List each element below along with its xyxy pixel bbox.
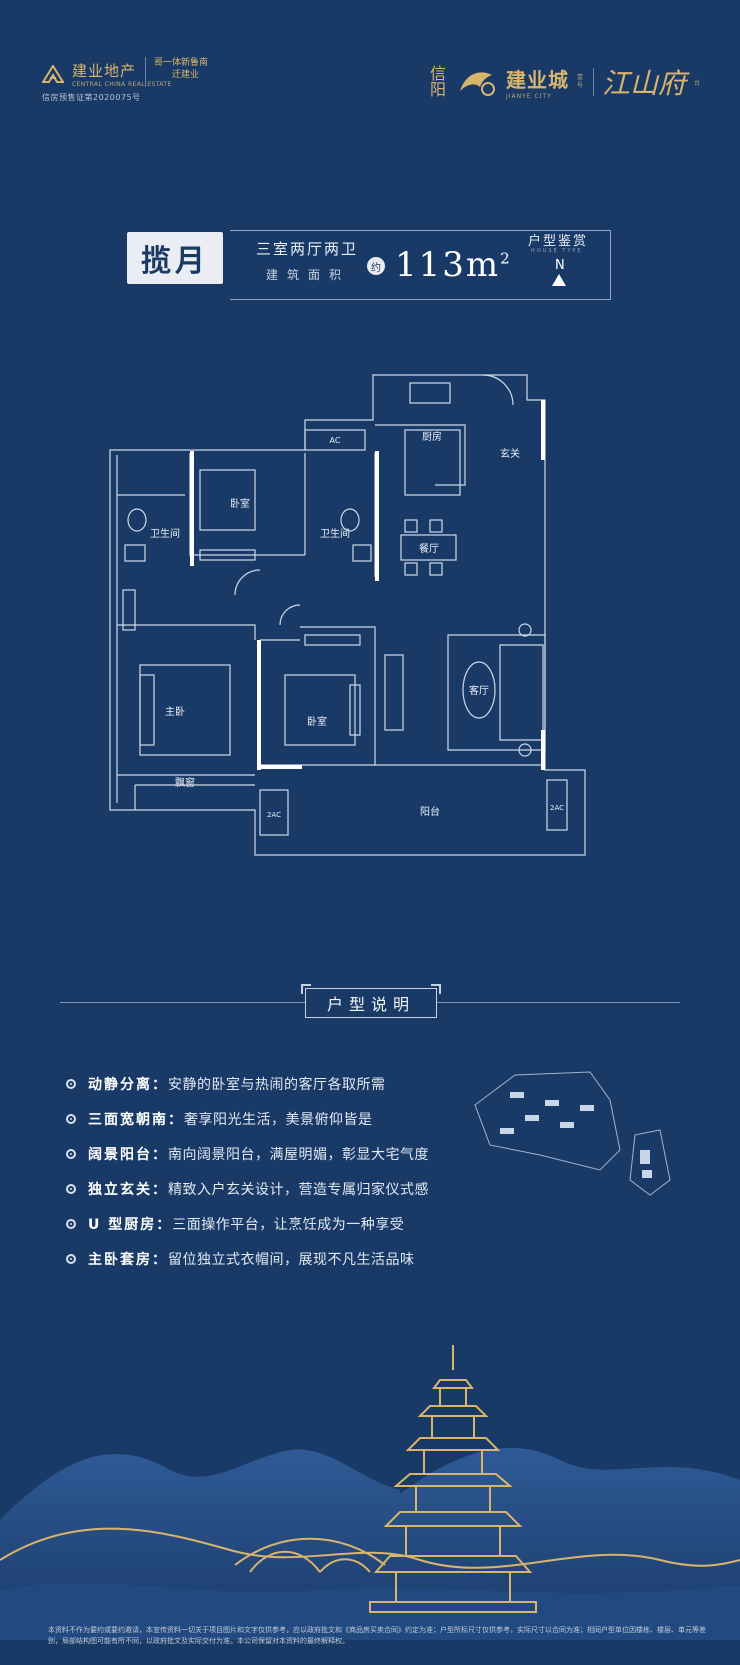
label-bedroom-mid: 卧室 — [307, 715, 327, 728]
label-master: 主卧 — [165, 705, 185, 718]
feature-key: 三面宽朝南： — [88, 1111, 184, 1128]
developer-logo-icon — [42, 65, 64, 83]
label-living: 客厅 — [469, 684, 489, 697]
label-kitchen: 厨房 — [422, 430, 442, 443]
bullet-icon — [66, 1078, 76, 1089]
feature-item: 主卧套房：留位独立式衣帽间，展现不凡生活品味 — [66, 1241, 486, 1276]
feature-item: 独立玄关：精致入户玄关设计，营造专属归家仪式感 — [66, 1171, 486, 1206]
label-balcony: 阳台 — [420, 805, 440, 818]
bullet-icon — [66, 1148, 76, 1159]
unit-name: 揽月 — [127, 232, 223, 284]
developer-english-name: CENTRAL CHINA REAL ESTATE — [72, 81, 172, 88]
bullet-icon — [66, 1253, 76, 1264]
feature-item: 动静分离：安静的卧室与热闹的客厅各取所需 — [66, 1066, 486, 1101]
feature-list: 动静分离：安静的卧室与热闹的客厅各取所需 三面宽朝南：奢享阳光生活，美景俯仰皆是… — [66, 1066, 486, 1276]
feature-value: 精致入户玄关设计，营造专属归家仪式感 — [168, 1181, 429, 1198]
crane-seal-icon — [459, 72, 495, 96]
north-arrow-icon — [552, 274, 566, 286]
developer-brand: 建业地产 CENTRAL CHINA REAL ESTATE 信房预售证第202… — [42, 60, 172, 103]
developer-name: 建业地产 — [72, 62, 137, 80]
label-ac-right: 2AC — [550, 804, 564, 812]
project-brand: 信阳 建业城 JIANYE CITY 壹号 江山府 台 — [428, 62, 700, 102]
label-ac: AC — [330, 436, 341, 445]
appreciation-title: 户型鉴赏 — [528, 234, 589, 249]
area-power: 2 — [500, 249, 512, 268]
bullet-icon — [66, 1183, 76, 1194]
appreciation-subtitle: HOUSE TYPE — [531, 248, 583, 254]
approx-badge: 约 — [367, 257, 385, 275]
slogan-line-1: 哥一体新鲁南 — [154, 58, 209, 68]
bullet-icon — [66, 1113, 76, 1124]
label-bedroom-top: 卧室 — [230, 497, 250, 510]
label-bathroom-left: 卫生间 — [150, 527, 180, 540]
presale-license: 信房预售证第2020075号 — [42, 93, 141, 102]
area-unit: m — [465, 245, 501, 285]
label-entrance: 玄关 — [500, 447, 520, 460]
feature-value: 奢享阳光生活，美景俯仰皆是 — [184, 1111, 373, 1128]
project-brand-pinyin: JIANYE CITY — [505, 93, 552, 100]
feature-value: 安静的卧室与热闹的客厅各取所需 — [168, 1076, 386, 1093]
project-name: 江山府 — [601, 67, 686, 100]
feature-value: 南向阔景阳台，满屋明媚，彰显大宅气度 — [168, 1146, 429, 1163]
legal-disclaimer: 本资料不作为要约或要约邀请，本宣传资料一切关于项目图片和文字仅供参考，应以政府批… — [48, 1626, 706, 1645]
feature-key: 独立玄关： — [88, 1181, 168, 1198]
feature-item: 阔景阳台：南向阔景阳台，满屋明媚，彰显大宅气度 — [66, 1136, 486, 1171]
feature-key: 动静分离： — [88, 1076, 168, 1093]
feature-key: 主卧套房： — [88, 1251, 168, 1268]
section-title: 户型说明 — [301, 984, 441, 1018]
label-bathroom-mid: 卫生间 — [320, 527, 350, 540]
feature-value: 留位独立式衣帽间，展现不凡生活品味 — [168, 1251, 415, 1268]
city-name: 信阳 — [429, 64, 446, 99]
label-bay-window: 飘窗 — [175, 776, 195, 789]
area-label: 建筑面积 — [266, 268, 351, 282]
slogan-line-2: 迁建业 — [172, 70, 200, 80]
bullet-icon — [66, 1218, 76, 1229]
area-number: 113 — [395, 245, 466, 285]
floor-plan: 厨房 玄关 卧室 卫生间 卫生间 餐厅 主卧 卧室 客厅 飘窗 阳台 AC 2A… — [109, 374, 586, 856]
feature-item: 三面宽朝南：奢享阳光生活，美景俯仰皆是 — [66, 1101, 486, 1136]
north-label: N — [555, 258, 565, 273]
label-dining: 餐厅 — [419, 542, 439, 555]
feature-value: 三面操作平台，让烹饪成为一种享受 — [172, 1216, 405, 1233]
feature-item: U 型厨房：三面操作平台，让烹饪成为一种享受 — [66, 1206, 486, 1241]
label-ac-left: 2AC — [267, 811, 281, 819]
unit-info-frame — [230, 230, 611, 300]
project-tag: 壹号 — [576, 74, 583, 89]
feature-key: U 型厨房： — [88, 1216, 173, 1233]
project-brand-name: 建业城 — [505, 68, 569, 92]
room-type: 三室两厅两卫 — [256, 240, 359, 258]
project-suffix: 台 — [693, 79, 700, 87]
slogan-calligraphy: 哥一体新鲁南 迁建业 — [145, 57, 224, 87]
site-plan-map — [474, 1071, 671, 1196]
landscape-illustration — [0, 1345, 740, 1640]
area-value: 113m2 — [395, 245, 512, 285]
brand-divider — [592, 68, 594, 96]
feature-key: 阔景阳台： — [88, 1146, 168, 1163]
